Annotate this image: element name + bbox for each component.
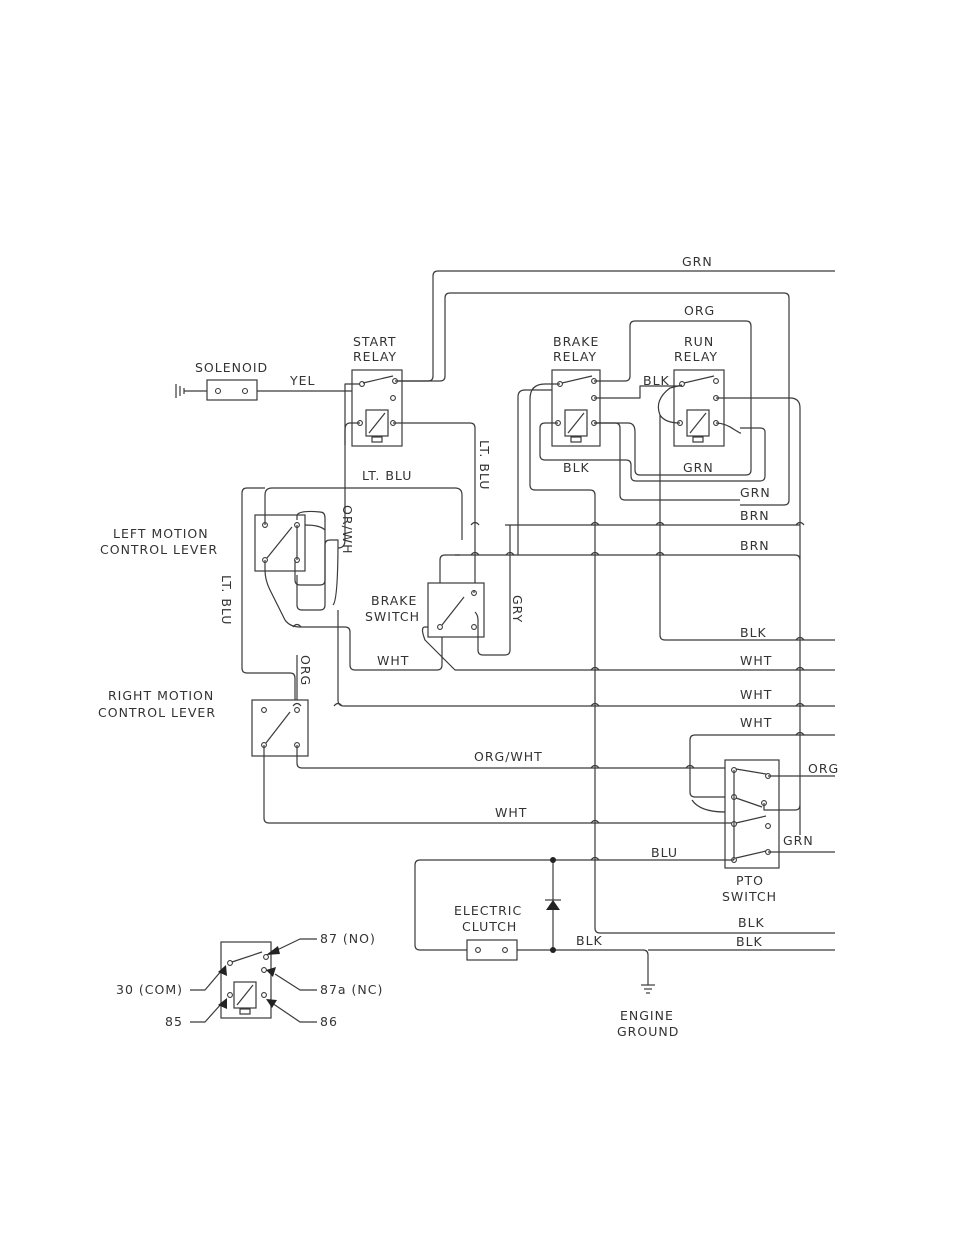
wire-label-wht-3: WHT xyxy=(740,715,772,730)
pto-switch xyxy=(689,734,835,869)
electric-clutch-label-2: CLUTCH xyxy=(462,919,517,934)
wire-label-lt-blu-v: LT. BLU xyxy=(477,440,492,490)
brake-switch xyxy=(421,554,835,671)
pto-switch-label-2: SWITCH xyxy=(722,889,777,904)
legend-30: 30 (COM) xyxy=(116,982,183,997)
left-motion-control-lever xyxy=(241,487,463,700)
legend-85: 85 xyxy=(165,1014,183,1029)
wire-label-org-v: ORG xyxy=(298,655,313,686)
wire-label-blu: BLU xyxy=(651,845,678,860)
wire-label-grn-right: GRN xyxy=(740,485,771,500)
wire-label-grn-pto: GRN xyxy=(783,833,814,848)
wire-label-blk-clutch: BLK xyxy=(576,933,603,948)
start-relay-wires xyxy=(337,383,511,656)
wire-label-blk-b1: BLK xyxy=(738,915,765,930)
wire-label-org-top: ORG xyxy=(684,303,715,318)
wire-label-wht-left: WHT xyxy=(377,653,409,668)
legend-87: 87 (NO) xyxy=(320,931,376,946)
top-wires xyxy=(395,270,835,934)
right-motion-label-1: RIGHT MOTION xyxy=(108,688,214,703)
wire-label-wht-2: WHT xyxy=(740,687,772,702)
solenoid-label: SOLENOID xyxy=(195,360,268,375)
wire-label-gry: GRY xyxy=(510,595,525,623)
engine-ground-label-1: ENGINE xyxy=(620,1008,674,1023)
wire-label-wht-1: WHT xyxy=(740,653,772,668)
wire-label-blk-right: BLK xyxy=(740,625,767,640)
brake-switch-label-1: BRAKE xyxy=(371,593,417,608)
start-relay-label-1: START xyxy=(353,334,397,349)
brake-relay xyxy=(551,369,601,447)
legend-86: 86 xyxy=(320,1014,338,1029)
left-motion-label-1: LEFT MOTION xyxy=(113,526,209,541)
start-relay-label-2: RELAY xyxy=(353,349,397,364)
solenoid xyxy=(175,379,352,401)
wire-label-lt-blu-h: LT. BLU xyxy=(362,468,412,483)
wire-label-org-pto: ORG xyxy=(808,761,839,776)
relay-legend xyxy=(190,938,317,1023)
wire-label-grn-top: GRN xyxy=(682,254,713,269)
brake-relay-label-2: RELAY xyxy=(553,349,597,364)
brake-switch-label-2: SWITCH xyxy=(365,609,420,624)
wire-label-or-wh: OR/WH xyxy=(340,505,355,555)
wire-label-blk-b2: BLK xyxy=(736,934,763,949)
pto-switch-label-1: PTO xyxy=(736,873,764,888)
wire-label-yel: YEL xyxy=(289,373,316,388)
right-motion-control-lever xyxy=(251,610,835,824)
engine-ground-label-2: GROUND xyxy=(617,1024,679,1039)
brake-relay-label-1: BRAKE xyxy=(553,334,599,349)
run-relay-label-2: RELAY xyxy=(674,349,718,364)
start-relay xyxy=(351,369,403,447)
left-motion-label-2: CONTROL LEVER xyxy=(100,542,218,557)
electric-clutch-label-1: ELECTRIC xyxy=(454,903,522,918)
wire-label-blk-relay: BLK xyxy=(563,460,590,475)
wire-label-lt-blu-left: LT. BLU xyxy=(219,575,234,625)
wire-label-brn-2: BRN xyxy=(740,538,770,553)
right-motion-label-2: CONTROL LEVER xyxy=(98,705,216,720)
legend-87a: 87a (NC) xyxy=(320,982,383,997)
wire-label-wht-long: WHT xyxy=(495,805,527,820)
wire-crossovers xyxy=(292,521,805,861)
run-relay-label-1: RUN xyxy=(684,334,714,349)
wire-label-blk-mid: BLK xyxy=(643,373,670,388)
wire-label-org-wht: ORG/WHT xyxy=(474,749,543,764)
electric-clutch xyxy=(414,857,835,994)
wire-label-brn-1: BRN xyxy=(740,508,770,523)
wire-label-grn-relay: GRN xyxy=(683,460,714,475)
run-relay xyxy=(673,369,725,447)
